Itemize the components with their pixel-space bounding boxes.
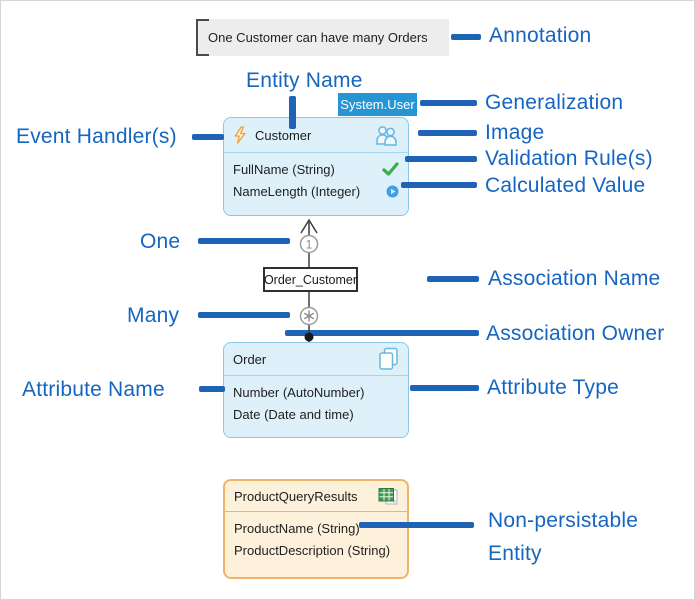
attribute-text: Number (AutoNumber) [233,384,365,400]
callout-non-persistable: Non-persistable Entity [488,504,638,570]
callout-calculated-value: Calculated Value [485,174,646,197]
callout-image: Image [485,121,545,144]
entity-name: Order [233,351,267,367]
annotation-text: One Customer can have many Orders [208,30,428,45]
association-arrowhead [300,218,318,234]
connector-generalization [420,100,477,106]
association-owner-marker [304,332,314,342]
entity-product-header: ProductQueryResults [225,481,407,512]
association-name-box: Order_Customer [263,267,358,292]
connector-event-handlers [192,134,224,140]
connector-annotation [451,34,481,40]
callout-validation-rules: Validation Rule(s) [485,147,653,170]
validation-rule-icon [382,162,399,176]
entity-customer-attributes: FullName (String) NameLength (Integer) [224,153,408,202]
callout-association-name: Association Name [488,267,661,290]
callout-event-handlers: Event Handler(s) [16,125,177,148]
connector-entity-name [289,96,296,129]
entity-name: Customer [255,127,312,143]
connector-association-name [427,276,479,282]
datasheet-icon [378,487,398,506]
callout-generalization: Generalization [485,91,624,114]
connector-calculated-value [401,182,477,188]
event-handler-icon [233,126,247,144]
callout-association-owner: Association Owner [486,322,665,345]
attribute-row: ProductName (String) [234,517,398,539]
attribute-row: Date (Date and time) [233,403,399,425]
entity-customer-header: Customer [224,118,408,153]
image-icon [374,124,399,146]
attribute-row: ProductDescription (String) [234,539,398,561]
many-multiplicity-symbol [304,310,314,322]
connector-one [198,238,290,244]
connector-association-owner [285,330,479,336]
entity-name: ProductQueryResults [234,488,358,504]
calculated-value-icon [386,185,399,198]
connector-attribute-name [199,386,225,392]
connector-image [418,130,477,136]
callout-many: Many [127,304,180,327]
entity-product-query-results: ProductQueryResults ProductName (Str [223,479,409,579]
entity-order-attributes: Number (AutoNumber) Date (Date and time) [224,376,408,425]
attribute-text: Date (Date and time) [233,406,354,422]
callout-attribute-name: Attribute Name [22,378,165,401]
attribute-text: NameLength (Integer) [233,183,361,199]
callout-non-persistable-line1: Non-persistable [488,509,639,532]
one-multiplicity-symbol: 1 [306,238,313,252]
attribute-text: ProductDescription (String) [234,542,391,558]
attribute-row: Number (AutoNumber) [233,381,399,403]
one-multiplicity-circle [299,234,319,254]
callout-one: One [140,230,181,253]
attribute-text: ProductName (String) [234,520,360,536]
association-name-text: Order_Customer [263,272,358,287]
connector-validation-rules [405,156,477,162]
entity-customer: Customer FullName (String) [223,117,409,216]
connector-non-persistable [359,522,474,528]
document-icon [378,347,399,371]
connector-many [198,312,290,318]
attribute-row: FullName (String) [233,158,399,180]
entity-order-header: Order [224,343,408,376]
callout-non-persistable-line2: Entity [488,542,542,565]
connector-attribute-type [410,385,479,391]
entity-product-attributes: ProductName (String) ProductDescription … [225,512,407,561]
callout-attribute-type: Attribute Type [487,376,619,399]
attribute-row: NameLength (Integer) [233,180,399,202]
callout-annotation: Annotation [489,24,592,47]
callout-entity-name: Entity Name [246,69,363,92]
annotation-box: One Customer can have many Orders [196,19,449,56]
annotation-bracket [196,19,209,56]
generalization-badge: System.User [338,93,417,116]
entity-order: Order Number (AutoNumber) Date (Date and… [223,342,409,438]
attribute-text: FullName (String) [233,161,335,177]
